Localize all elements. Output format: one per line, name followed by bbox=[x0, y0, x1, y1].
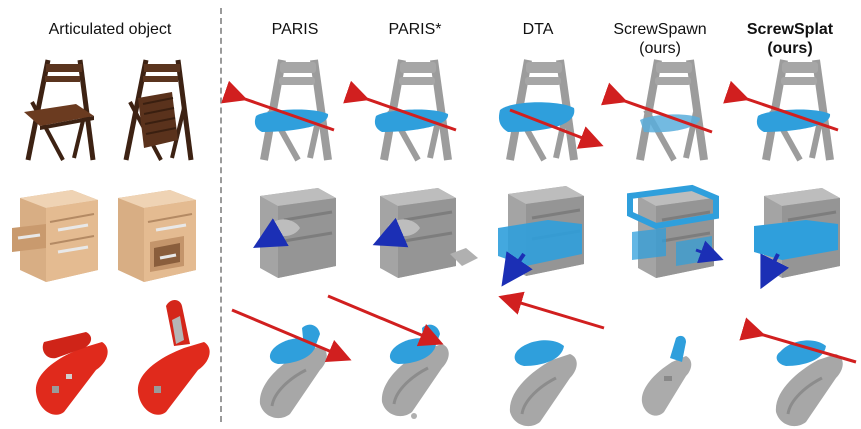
cabinet-articulated-open bbox=[118, 190, 196, 282]
chair-screwspawn bbox=[601, 60, 713, 160]
header-screwspawn-line1: ScrewSpawn bbox=[613, 21, 707, 38]
stapler-dta bbox=[498, 291, 605, 428]
stapler-articulated-closed bbox=[35, 332, 108, 415]
header-articulated-object: Articulated object bbox=[48, 21, 172, 38]
header-screwspawn: ScrewSpawn (ours) bbox=[600, 20, 720, 58]
stapler-screwsplat bbox=[739, 317, 857, 428]
header-screwsplat-line2: (ours) bbox=[767, 40, 813, 57]
cabinet-screwspawn bbox=[627, 184, 724, 280]
cabinet-articulated-closed bbox=[12, 190, 98, 282]
cabinet-dta bbox=[498, 184, 586, 287]
header-screwsplat: ScrewSplat (ours) bbox=[730, 20, 850, 58]
header-screwsplat-line1: ScrewSplat bbox=[746, 21, 834, 38]
header-paris: PARIS bbox=[271, 21, 319, 38]
cabinet-screwsplat bbox=[754, 186, 842, 290]
header-dta: DTA bbox=[522, 21, 554, 38]
chair-dta bbox=[498, 60, 604, 160]
header-paris-star: PARIS* bbox=[388, 21, 442, 38]
chair-screwsplat bbox=[723, 60, 839, 160]
stapler-paris-star bbox=[327, 294, 451, 419]
stapler-articulated-open bbox=[137, 300, 210, 415]
cabinet-paris bbox=[253, 186, 338, 280]
chair-articulated-open bbox=[126, 60, 191, 160]
section-divider bbox=[220, 8, 222, 422]
stapler-screwspawn bbox=[641, 335, 692, 416]
chair-paris bbox=[221, 60, 335, 160]
chair-paris-star bbox=[343, 60, 457, 160]
cabinet-paris-star bbox=[372, 186, 478, 280]
header-screwspawn-line2: (ours) bbox=[639, 40, 681, 57]
chair-articulated-closed bbox=[24, 60, 94, 160]
stapler-paris bbox=[231, 308, 352, 420]
